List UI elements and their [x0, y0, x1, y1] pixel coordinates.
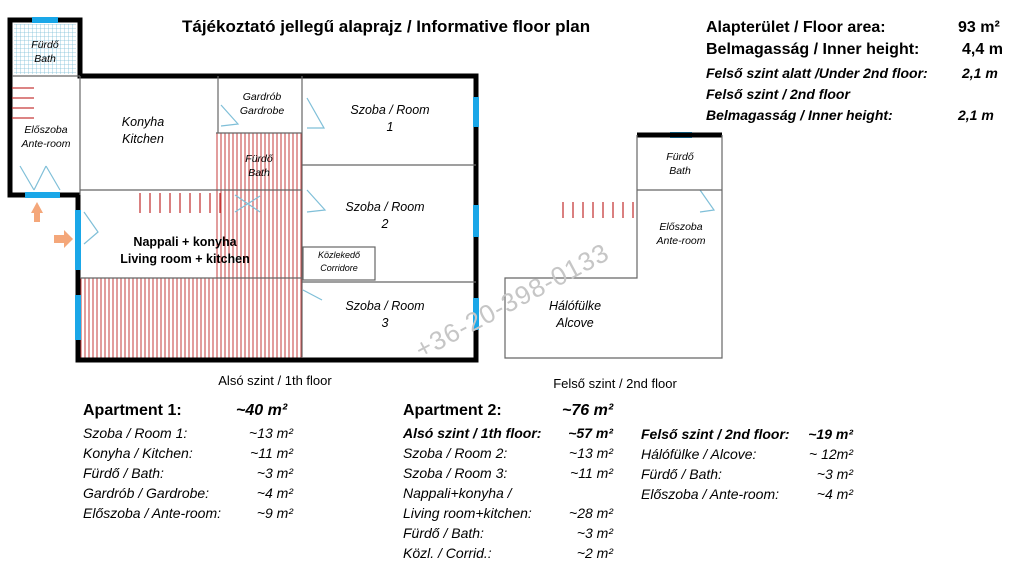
row-label: Gardrób / Gardrobe: [83, 485, 210, 501]
room-label-bath2: Fürdő Bath [245, 153, 273, 179]
apartment2-row: Szoba / Room 2: ~13 m² [403, 445, 613, 465]
room-label-alcove: Hálófülke Alcove [548, 299, 602, 330]
apartment2-total: ~76 m² [562, 402, 614, 419]
apartment2-upper-row: Fürdő / Bath: ~3 m² [641, 466, 853, 486]
under-floor-value: 2,1 m [962, 65, 998, 81]
row-label: Hálófülke / Alcove: [641, 446, 757, 462]
door-swings [19, 97, 716, 301]
row-label: Közl. / Corrid.: [403, 545, 492, 561]
upper-floor-label: Felső szint / 2nd floor [706, 86, 850, 102]
row-label: Fürdő / Bath: [641, 466, 722, 482]
stairs [12, 87, 634, 218]
plan-title: Tájékoztató jellegű alaprajz / Informati… [182, 17, 591, 36]
apartment2-upper-list: Felső szint / 2nd floor: ~19 m² Hálófülke… [641, 426, 853, 506]
row-label: Felső szint / 2nd floor: [641, 426, 790, 442]
row-value: ~19 m² [808, 426, 853, 442]
upper-height-label: Belmagasság / Inner height: [706, 107, 893, 123]
apartment2-row: Nappali+konyha / [403, 485, 613, 505]
apartment2-lower-header: Alsó szint / 1th floor: ~57 m² [403, 425, 613, 445]
row-label: Alsó szint / 1th floor: [403, 425, 542, 441]
room-label-ante1: Előszoba Ante-room [21, 124, 71, 150]
apartment2-row: Living room+kitchen: ~28 m² [403, 505, 613, 525]
upper-height-value: 2,1 m [958, 107, 994, 123]
apartment2-upper-header: Felső szint / 2nd floor: ~19 m² [641, 426, 853, 446]
apartment1-row: Előszoba / Ante-room: ~9 m² [83, 505, 293, 525]
row-value: ~3 m² [816, 466, 853, 482]
apartment1-row: Szoba / Room 1: ~13 m² [83, 425, 293, 445]
room-label-ante-upper: Előszoba Ante-room [656, 221, 706, 247]
apartment1-list: Szoba / Room 1: ~13 m² Konyha / Kitchen: ~… [83, 425, 293, 525]
row-label: Szoba / Room 2: [403, 445, 508, 461]
room-label-bath-upper: Fürdő Bath [666, 151, 694, 177]
row-label: Szoba / Room 1: [83, 425, 188, 441]
room-label-bath1: Fürdő Bath [31, 39, 59, 65]
row-label: Előszoba / Ante-room: [641, 486, 779, 502]
row-label: Fürdő / Bath: [403, 525, 484, 541]
inner-height-label: Belmagasság / Inner height: [706, 41, 920, 58]
row-value: ~4 m² [816, 486, 853, 502]
floor-area-value: 93 m² [958, 19, 1000, 36]
row-value: ~2 m² [576, 545, 613, 561]
apartment1-total: ~40 m² [236, 402, 288, 419]
room-label-room2: Szoba / Room 2 [345, 200, 425, 231]
apartment2-row: Szoba / Room 3: ~11 m² [403, 465, 613, 485]
row-value: ~28 m² [569, 505, 613, 521]
apartment1-row: Gardrób / Gardrobe: ~4 m² [83, 485, 293, 505]
floor-area-label: Alapterület / Floor area: [706, 19, 886, 36]
row-label: Konyha / Kitchen: [83, 445, 193, 461]
apartment2-upper-row: Hálófülke / Alcove: ~ 12m² [641, 446, 853, 466]
row-value: ~3 m² [576, 525, 613, 541]
row-value: ~ 12m² [809, 446, 853, 462]
upper-floor [504, 132, 723, 359]
inner-walls [12, 75, 476, 358]
row-value: ~4 m² [256, 485, 293, 501]
room-label-corridor: Közlekedő Corridore [317, 250, 361, 273]
room-label-gardrobe: Gardrób Gardrobe [239, 91, 285, 117]
bath-tile-area [14, 24, 76, 74]
row-label: Előszoba / Ante-room: [83, 505, 221, 521]
row-label: Nappali+konyha / [403, 485, 512, 501]
row-value: ~11 m² [250, 445, 293, 461]
apartment1-row: Konyha / Kitchen: ~11 m² [83, 445, 293, 465]
under-floor-label: Felső szint alatt /Under 2nd floor: [706, 65, 928, 81]
floor2-caption: Felső szint / 2nd floor [553, 376, 677, 391]
room-label-living: Nappali + konyha Living room + kitchen [120, 235, 250, 266]
row-value: ~13 m² [569, 445, 613, 461]
row-value: ~9 m² [256, 505, 293, 521]
row-value: ~11 m² [570, 465, 613, 481]
apartment2-upper-row: Előszoba / Ante-room: ~4 m² [641, 486, 853, 506]
hatch-area [80, 278, 302, 358]
apartment2-list: Alsó szint / 1th floor: ~57 m² Szoba / Ro… [403, 425, 613, 565]
row-label: Fürdő / Bath: [83, 465, 164, 481]
row-label: Living room+kitchen: [403, 505, 532, 521]
row-value: ~57 m² [568, 425, 613, 441]
apartment1-title: Apartment 1: [83, 402, 182, 419]
row-label: Szoba / Room 3: [403, 465, 508, 481]
row-value: ~13 m² [249, 425, 293, 441]
inner-height-value: 4,4 m [962, 41, 1003, 58]
apartment2-row: Fürdő / Bath: ~3 m² [403, 525, 613, 545]
floor1-caption: Alsó szint / 1th floor [218, 373, 332, 388]
row-value: ~3 m² [256, 465, 293, 481]
entry-arrows [31, 202, 73, 248]
hatch-area [216, 133, 302, 283]
room-label-room3: Szoba / Room 3 [345, 299, 425, 330]
room-label-room1: Szoba / Room 1 [350, 103, 430, 134]
apartment2-title: Apartment 2: [403, 402, 502, 419]
apartment1-row: Fürdő / Bath: ~3 m² [83, 465, 293, 485]
room-label-kitchen: Konyha Kitchen [121, 115, 165, 146]
apartment2-row: Közl. / Corrid.: ~2 m² [403, 545, 613, 565]
